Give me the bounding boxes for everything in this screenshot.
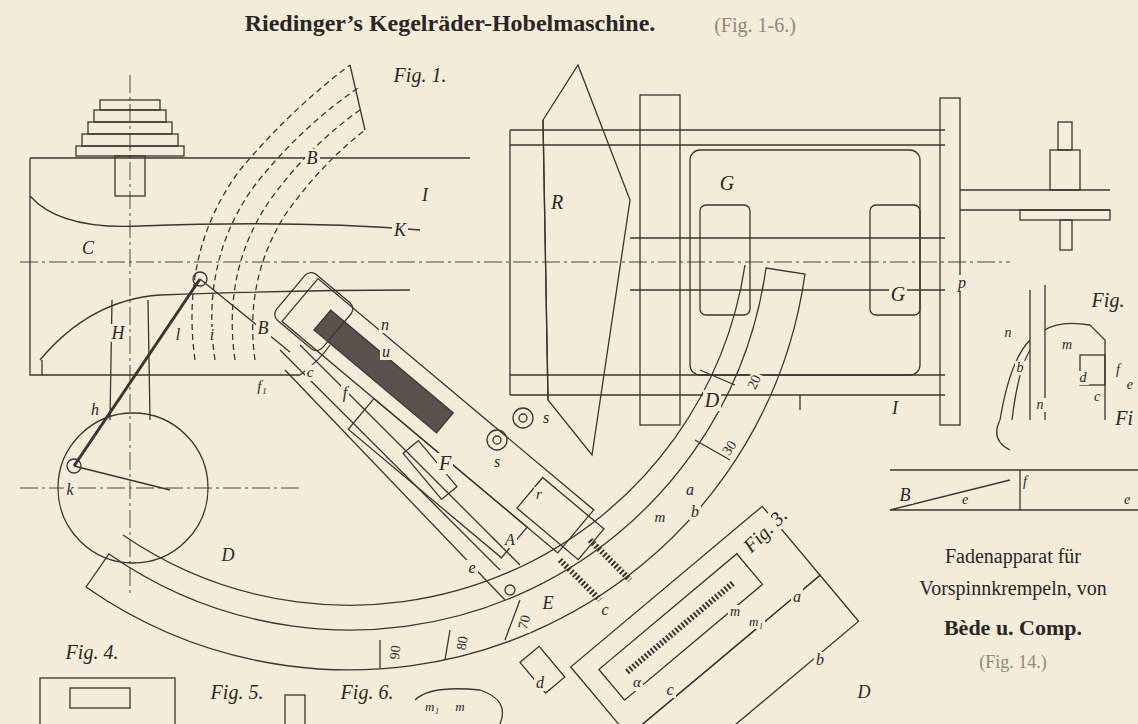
part-label: R [549, 192, 565, 213]
scale-number: 70 [516, 611, 535, 632]
part-label: c [599, 602, 610, 619]
part-label: m [453, 700, 466, 714]
part-label: B [898, 486, 913, 505]
part-label: n [1035, 398, 1046, 413]
part-label: D [220, 546, 237, 565]
part-label: Fi [1113, 408, 1135, 429]
part-label: a [684, 482, 696, 499]
part-label: m₁ [747, 615, 765, 629]
part-label: e [1122, 493, 1132, 508]
part-label: F [437, 453, 453, 474]
part-label: G [889, 284, 907, 305]
part-label: (Fig. 1-6.) [712, 15, 798, 36]
part-label: Fig. 4. [64, 642, 121, 663]
part-label: i [208, 327, 216, 344]
part-label: m₁ [423, 700, 441, 714]
part-label: d [1078, 371, 1089, 386]
part-label: b [1015, 361, 1026, 376]
part-label: l [174, 327, 182, 344]
part-label: p [956, 275, 968, 292]
part-label: e [960, 493, 970, 508]
part-label: I [890, 399, 900, 418]
part-label: I [420, 186, 430, 205]
caption-text: Bède u. Comp. [942, 616, 1084, 639]
part-label: n [379, 317, 391, 334]
part-label: E [541, 594, 556, 613]
part-label: m [1060, 338, 1074, 353]
part-label: f₁ [255, 379, 268, 395]
part-label: Fig. 6. [339, 682, 396, 703]
scale-number: 90 [388, 642, 404, 661]
part-label: K [392, 221, 408, 240]
part-label: m [728, 605, 742, 620]
part-label: B [305, 149, 320, 168]
part-label: b [814, 652, 826, 669]
part-label: D [856, 683, 873, 702]
part-label: Fig. [1090, 290, 1127, 311]
part-label: e [466, 560, 477, 577]
part-label: a [791, 589, 803, 606]
part-label: m [653, 510, 668, 526]
part-label: f [341, 385, 349, 402]
part-label: Fig. 3. [738, 503, 793, 558]
part-label: A [503, 532, 517, 549]
part-label: (Fig. 14.) [977, 653, 1049, 672]
part-label: B [256, 319, 271, 338]
part-label: h [89, 402, 101, 419]
part-label: f [1021, 475, 1029, 490]
part-label: C [80, 239, 96, 258]
part-label: s [492, 454, 502, 471]
scale-number: 20 [745, 371, 766, 394]
part-label: e [1125, 378, 1135, 393]
part-label: Fig. 5. [209, 682, 266, 703]
scale-number: 80 [454, 633, 472, 653]
part-label: G [718, 173, 736, 194]
part-label: u [380, 344, 392, 361]
part-label: k [64, 482, 75, 499]
part-label: Fig. 1. [392, 65, 449, 86]
part-label: d [534, 675, 546, 692]
part-label: c [664, 682, 675, 699]
part-label: r [534, 487, 544, 503]
title: Riedinger’s Kegelräder-Hobelmaschine. [245, 10, 656, 36]
part-label: c [1092, 390, 1102, 405]
part-label: c [305, 365, 316, 381]
part-label: f [1114, 363, 1122, 378]
part-label: n [1003, 326, 1014, 341]
part-label: s [541, 410, 551, 427]
caption-text: Fadenapparat für Vorspinnkrempeln, von [891, 540, 1135, 604]
part-label: H [110, 324, 127, 343]
part-label: b [689, 504, 701, 521]
part-label: α [631, 675, 643, 691]
part-label: D [703, 390, 721, 411]
